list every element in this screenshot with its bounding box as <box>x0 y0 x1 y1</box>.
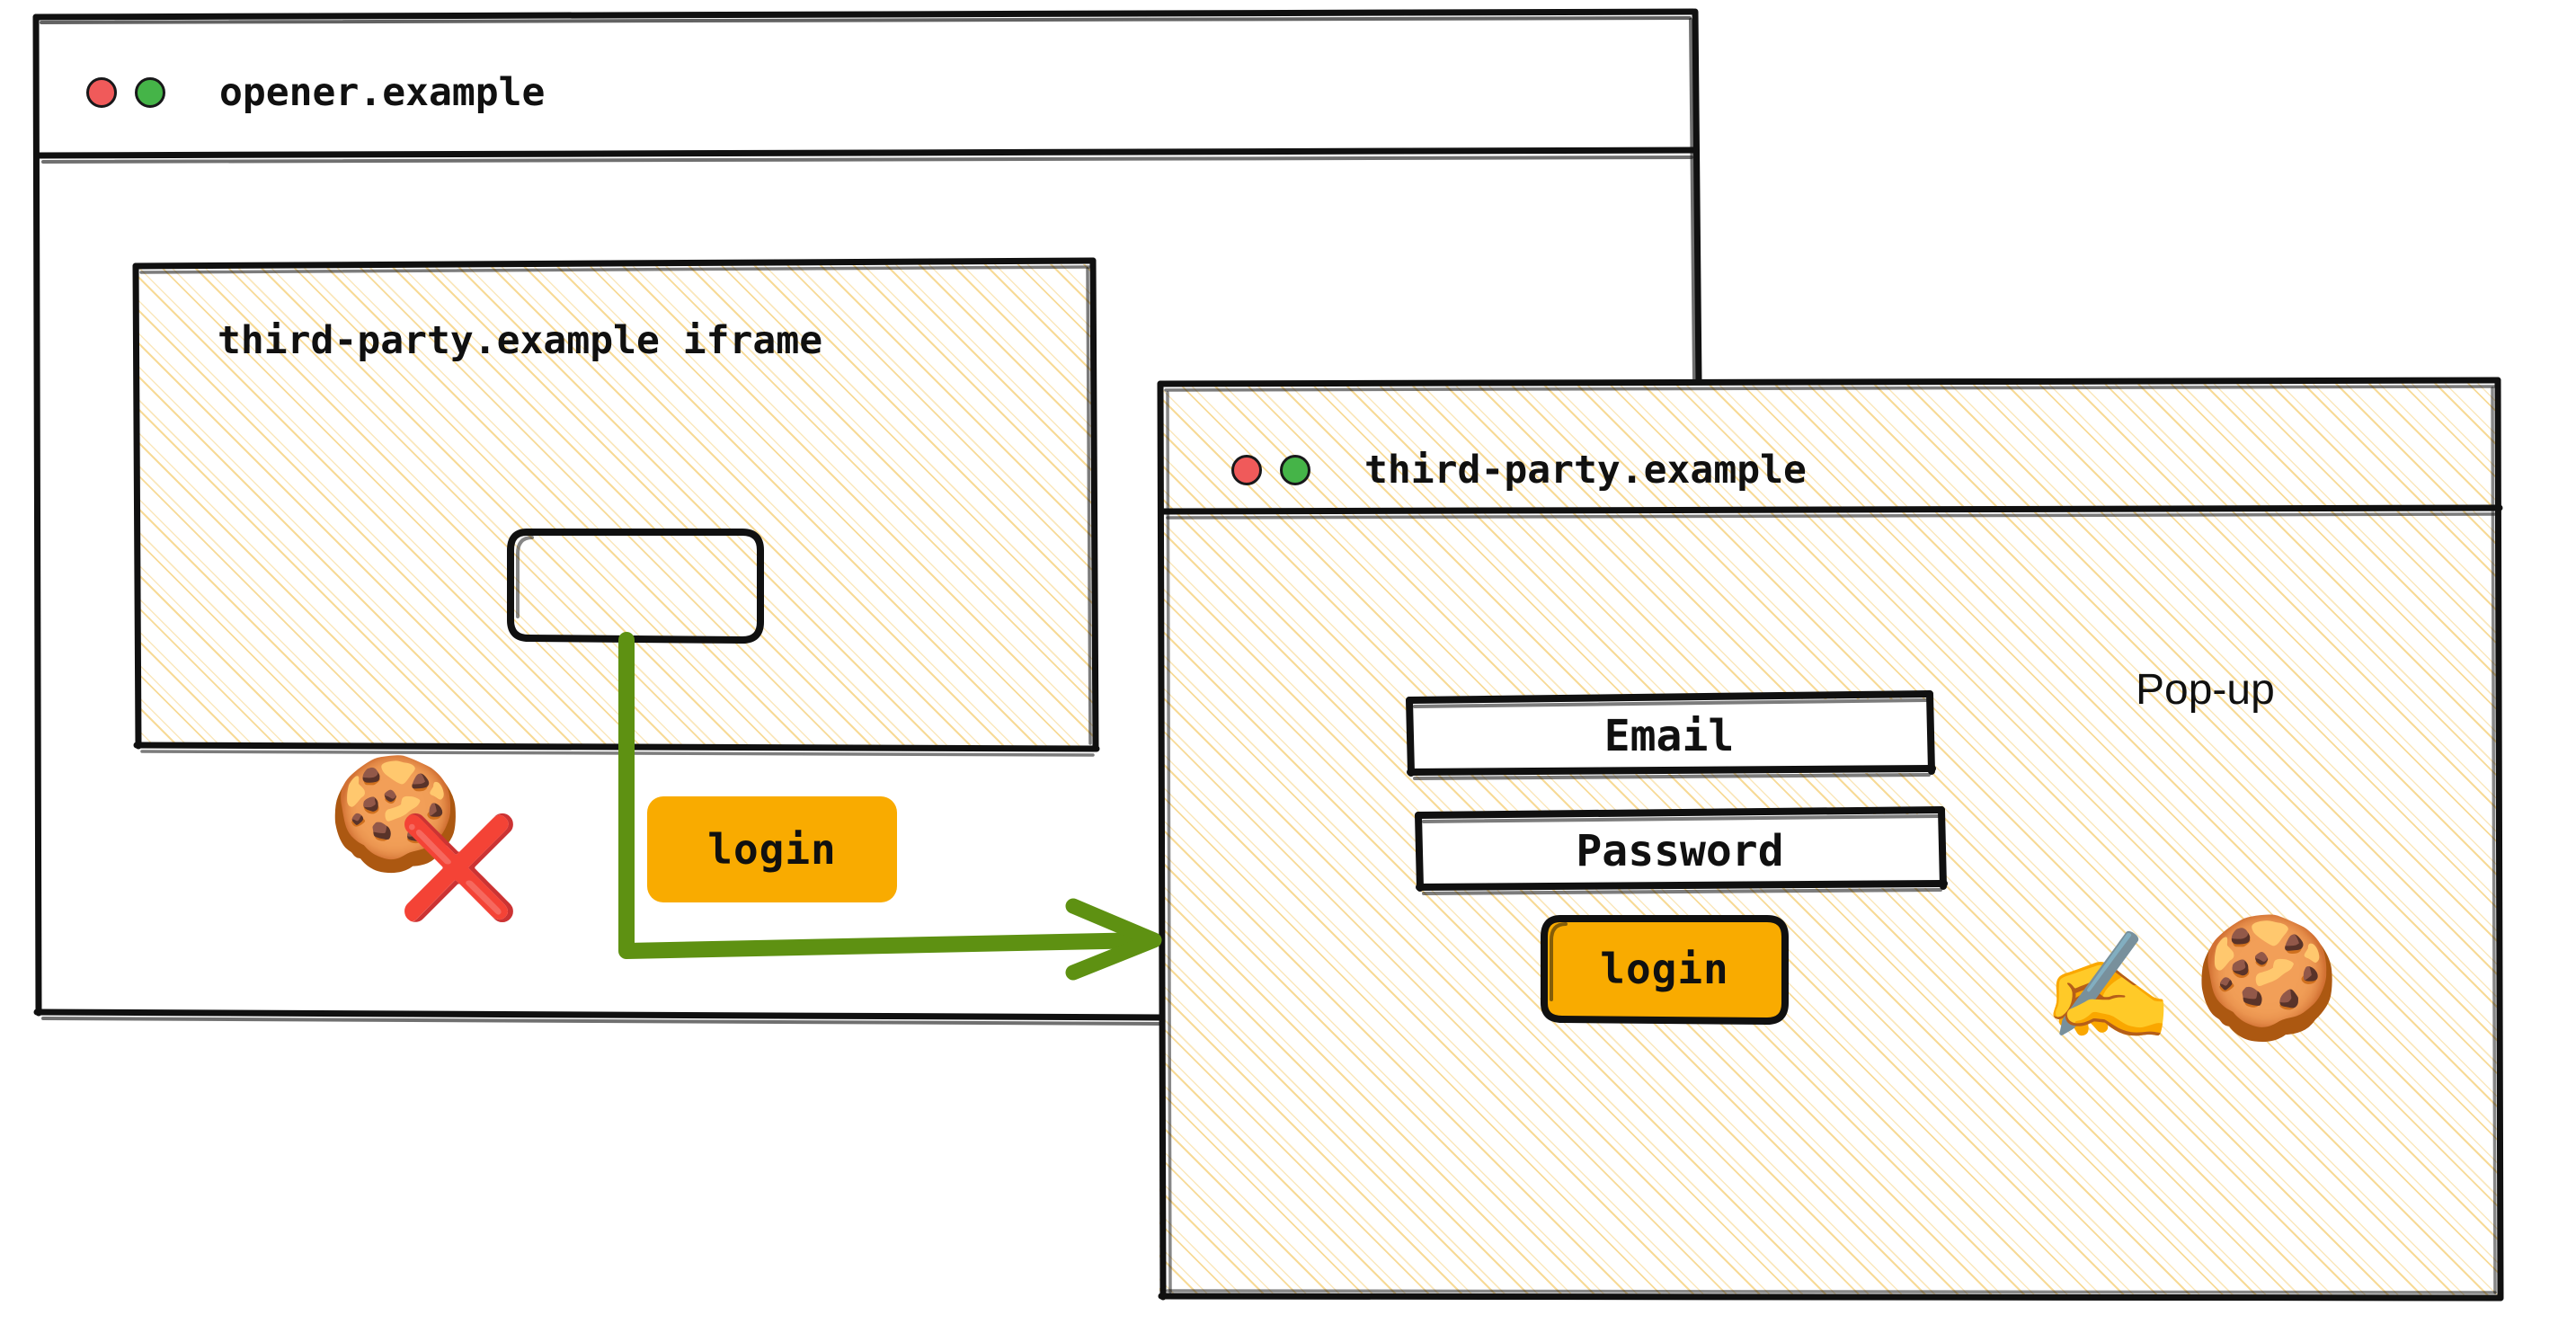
popup-annotation-label: Pop-up <box>2136 666 2275 714</box>
third-party-popup-window <box>1159 383 2500 1298</box>
popup-close-icon[interactable] <box>1231 455 1262 485</box>
third-party-iframe-panel: third-party.example iframe 🍪 ❌ login <box>137 264 1093 917</box>
iframe-label: third-party.example iframe <box>218 318 823 363</box>
opener-window-title: opener.example <box>219 70 546 115</box>
popup-login-button-label: login <box>1600 945 1729 993</box>
iframe-login-button-label: login <box>707 825 837 874</box>
popup-window-title: third-party.example <box>1364 448 1807 493</box>
opener-titlebar: opener.example <box>86 70 545 115</box>
writing-hand-icon: ✍️ <box>2042 924 2174 1048</box>
maximize-icon[interactable] <box>135 77 165 108</box>
popup-maximize-icon[interactable] <box>1280 455 1310 485</box>
popup-cookie-icon: 🍪 <box>2193 909 2341 1047</box>
iframe-login-button[interactable]: login <box>647 796 897 902</box>
popup-titlebar: third-party.example <box>1231 448 1807 493</box>
popup-login-button[interactable]: login <box>1544 919 1785 1019</box>
password-field-label: Password <box>1576 826 1784 876</box>
cookie-blocked-indicator: 🍪 ❌ <box>327 750 520 929</box>
cookie-icon: 🍪 <box>327 750 464 877</box>
close-icon[interactable] <box>86 77 117 108</box>
cross-mark-icon: ❌ <box>397 810 520 925</box>
password-field[interactable]: Password <box>1418 814 1941 888</box>
email-field-label: Email <box>1603 711 1735 761</box>
email-field[interactable]: Email <box>1409 699 1929 773</box>
